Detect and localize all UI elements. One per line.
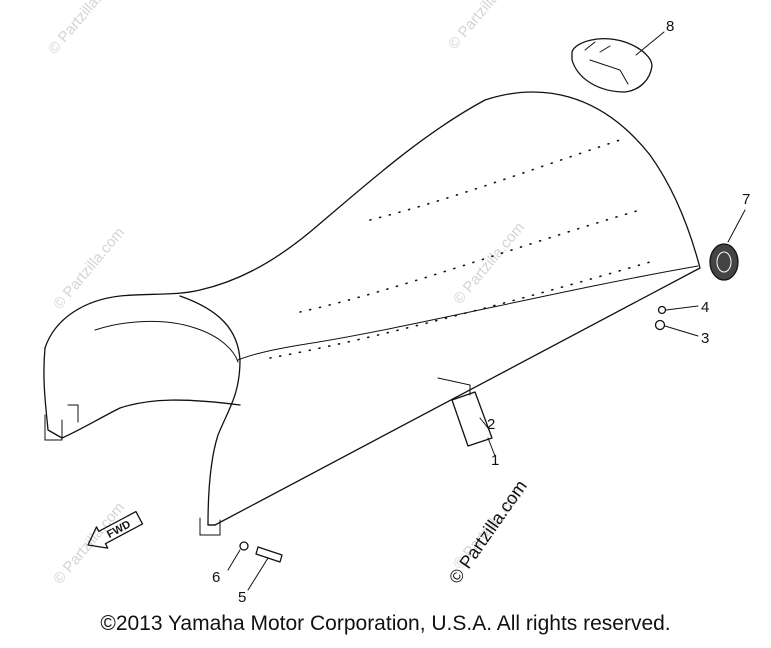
seat-outline [44, 91, 701, 526]
part-5-bolt [255, 546, 283, 563]
stitch-line [269, 261, 651, 359]
seat-front-edge [179, 295, 241, 526]
part-bracket-2 [451, 391, 493, 447]
part-7-emblem-inner [716, 251, 732, 273]
part-3-nut [654, 319, 666, 331]
part-7-emblem [709, 243, 739, 281]
part-8-detail [584, 41, 629, 85]
seat-side-line [237, 265, 699, 361]
watermark-layer: © Partzilla.com © Partzilla.com © Partzi… [45, 0, 528, 588]
callout-4: 4 [701, 299, 709, 316]
leader-lines [227, 31, 746, 591]
watermark: © Partzilla.com [50, 224, 128, 312]
copyright-notice: ©2013 Yamaha Motor Corporation, U.S.A. A… [100, 612, 671, 635]
watermark: © Partzilla.com [445, 0, 523, 53]
callout-2: 2 [487, 416, 495, 433]
seat-nose-inner [94, 320, 239, 363]
callout-6: 6 [212, 569, 220, 586]
callout-5: 5 [238, 589, 246, 606]
rear-bracket [437, 377, 471, 396]
seat-nose [43, 347, 241, 439]
stitch-line [299, 209, 641, 313]
callout-7: 7 [742, 191, 750, 208]
stitch-line [369, 139, 621, 221]
watermark: © Partzilla.com [45, 0, 123, 58]
callout-1: 1 [491, 452, 499, 469]
part-4-washer [657, 305, 667, 315]
seat-front-bracket [199, 517, 221, 536]
part-8 [571, 38, 653, 93]
seat-assembly [43, 91, 701, 536]
partzilla-watermark: © Partzilla.com [445, 476, 531, 587]
callout-3: 3 [701, 330, 709, 347]
part-6-washer [239, 541, 249, 551]
watermark: © Partzilla.com [450, 219, 528, 307]
callout-8: 8 [666, 18, 674, 35]
nose-bracket [44, 404, 79, 441]
